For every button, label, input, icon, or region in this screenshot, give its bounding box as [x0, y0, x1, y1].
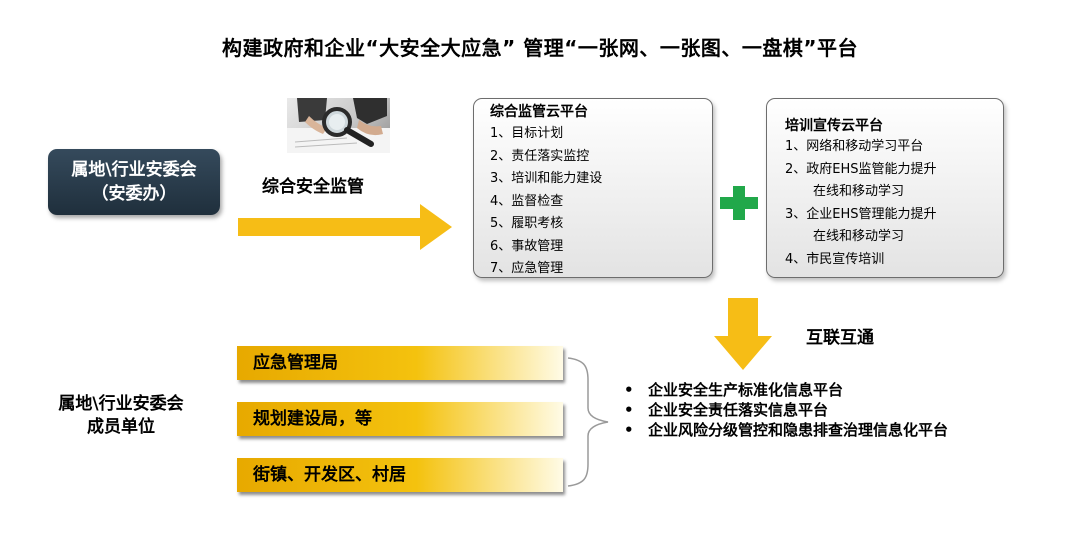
- magnifier-photo-icon: [287, 98, 390, 153]
- training-platform-box: 培训宣传云平台 1、网络和移动学习平台 2、政府EHS监管能力提升 在线和移动学…: [766, 98, 1004, 278]
- training-platform-item: 4、市民宣传培训: [785, 251, 885, 267]
- cloud-platform-item: 7、应急管理: [490, 261, 564, 276]
- authority-box: 属地\行业安委会 （安委办）: [48, 149, 220, 215]
- members-line1: 属地\行业安委会: [58, 394, 184, 414]
- training-platform-list: 1、网络和移动学习平台 2、政府EHS监管能力提升 在线和移动学习 3、企业EH…: [785, 136, 937, 271]
- bullet-marker: •: [624, 381, 634, 399]
- bullet-text: 企业安全责任落实信息平台: [648, 401, 829, 419]
- bullet-marker: •: [624, 401, 634, 419]
- brace-icon: [566, 356, 610, 492]
- cloud-platform-item: 4、监督检查: [490, 193, 564, 209]
- supervision-label: 综合安全监管: [262, 177, 364, 197]
- right-arrow-icon: [238, 204, 454, 254]
- cloud-platform-title: 综合监管云平台: [490, 104, 588, 120]
- members-label: 属地\行业安委会 成员单位: [26, 393, 216, 439]
- training-platform-item: 2、政府EHS监管能力提升: [785, 161, 937, 177]
- interconnect-label: 互联互通: [806, 328, 874, 348]
- bullet-item: • 企业安全责任落实信息平台: [624, 400, 1044, 420]
- bullet-item: • 企业风险分级管控和隐患排查治理信息化平台: [624, 420, 1044, 440]
- cloud-platform-item: 6、事故管理: [490, 238, 564, 254]
- org-bar-towns: 街镇、开发区、村居: [237, 458, 563, 492]
- authority-line1: 属地\行业安委会: [71, 160, 197, 180]
- cloud-platform-box: 综合监管云平台 1、目标计划 2、责任落实监控 3、培训和能力建设 4、监督检查…: [473, 98, 713, 278]
- bullet-marker: •: [624, 421, 634, 439]
- authority-line2: （安委办）: [91, 184, 177, 204]
- org-bar-emergency: 应急管理局: [237, 346, 563, 380]
- cloud-platform-item: 5、履职考核: [490, 216, 564, 231]
- diagram-title: 构建政府和企业“大安全大应急” 管理“一张网、一张图、一盘棋”平台: [221, 36, 859, 60]
- training-platform-title: 培训宣传云平台: [785, 118, 883, 134]
- bullet-item: • 企业安全生产标准化信息平台: [624, 380, 1044, 400]
- org-bar-planning: 规划建设局，等: [237, 402, 563, 436]
- cloud-platform-list: 1、目标计划 2、责任落实监控 3、培训和能力建设 4、监督检查 5、履职考核 …: [490, 123, 603, 277]
- training-platform-item: 在线和移动学习: [813, 229, 905, 244]
- training-platform-item: 1、网络和移动学习平台: [785, 139, 924, 154]
- training-platform-item: 在线和移动学习: [813, 184, 905, 199]
- cloud-platform-item: 1、目标计划: [490, 126, 564, 141]
- down-arrow-icon: [714, 298, 772, 374]
- training-platform-item: 3、企业EHS管理能力提升: [785, 206, 937, 222]
- cloud-platform-item: 2、责任落实监控: [490, 148, 590, 164]
- members-line2: 成员单位: [87, 417, 155, 437]
- plus-icon: [720, 186, 758, 224]
- platform-bullet-list: • 企业安全生产标准化信息平台 • 企业安全责任落实信息平台 • 企业风险分级管…: [624, 380, 1044, 440]
- bullet-text: 企业风险分级管控和隐患排查治理信息化平台: [648, 421, 949, 439]
- cloud-platform-item: 3、培训和能力建设: [490, 171, 603, 186]
- bullet-text: 企业安全生产标准化信息平台: [648, 381, 844, 399]
